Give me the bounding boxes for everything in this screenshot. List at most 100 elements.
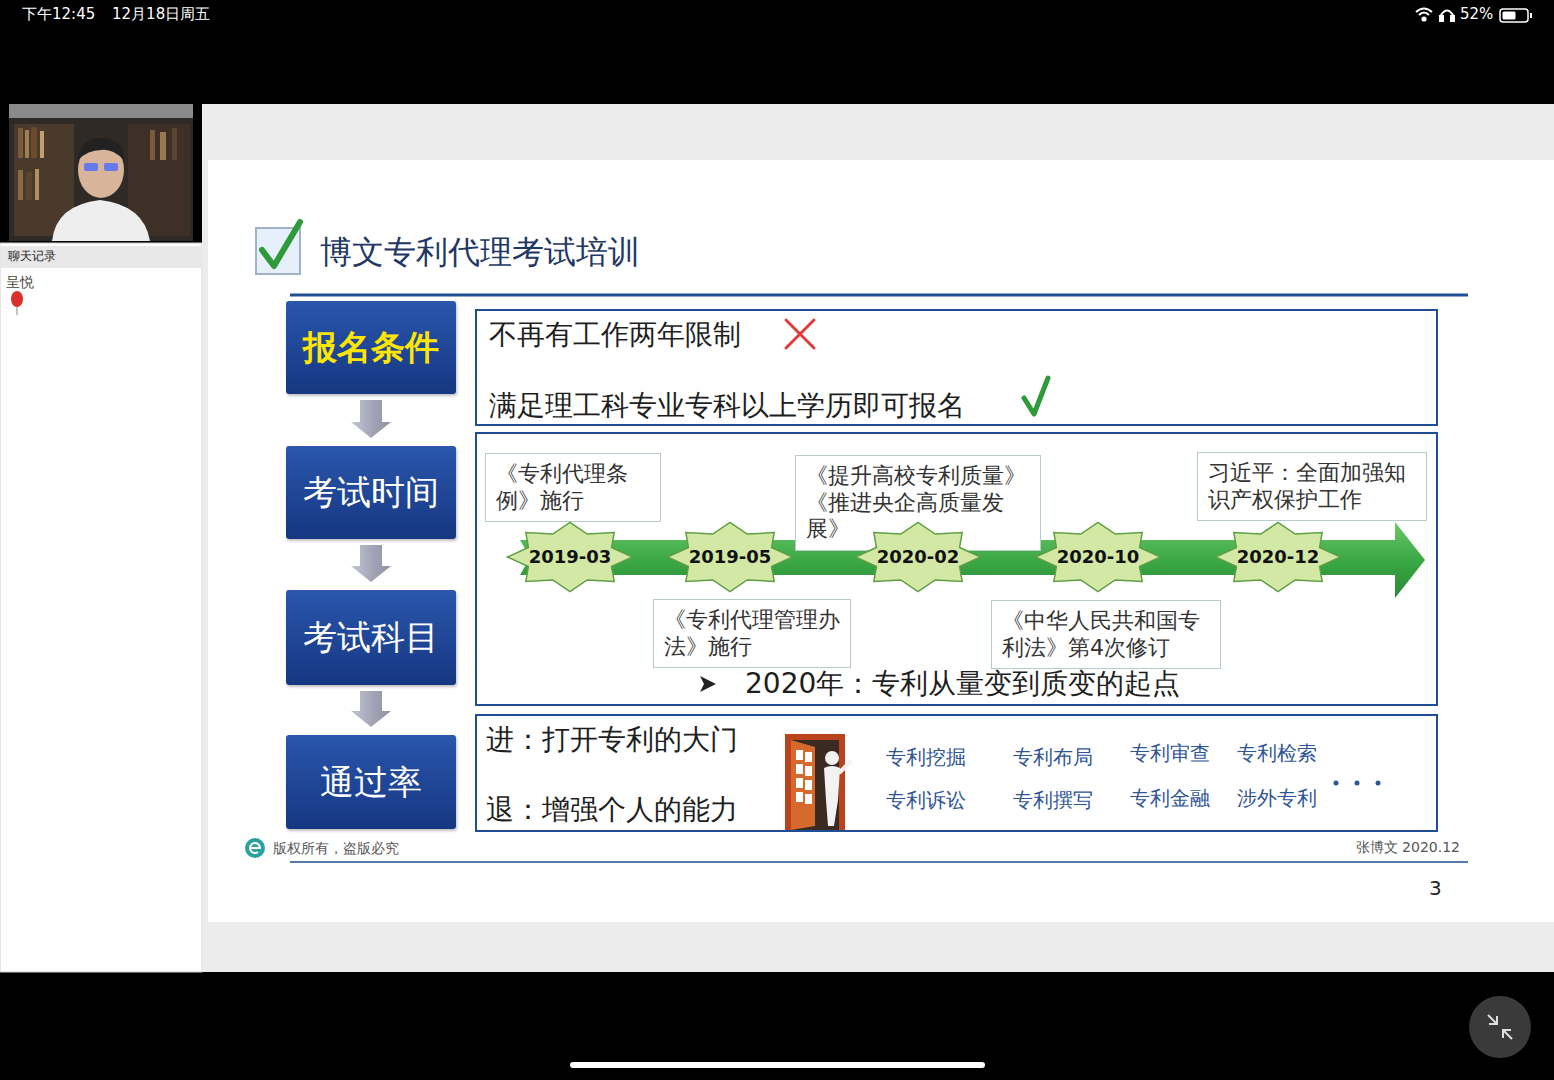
panel-text: 专利金融	[1130, 785, 1210, 811]
ellipsis-dots	[1334, 781, 1381, 786]
rect-part	[31, 127, 37, 158]
copyright-note: 版权所有，盗版必究	[273, 839, 399, 857]
star-shape	[508, 523, 633, 592]
rect-part	[791, 740, 839, 830]
circle-part	[1355, 781, 1360, 786]
block-arrow	[351, 545, 391, 582]
circle-part	[825, 751, 839, 765]
text-slot: 进：打开专利的大门	[486, 722, 738, 758]
star-shape	[856, 523, 981, 592]
panel-text: 专利撰写	[1013, 787, 1093, 813]
rect-part	[796, 764, 803, 774]
text-slot: 不再有工作两年限制	[489, 317, 741, 353]
block-arrow	[351, 691, 391, 727]
event-callout: 《提升高校专利质量》《推进央企高质量发展》	[795, 455, 1041, 551]
author-date: 张博文 2020.12	[1356, 838, 1460, 856]
rect-part	[1500, 9, 1528, 22]
circle-part	[245, 838, 265, 858]
chat-heading: 聊天记录	[8, 249, 56, 265]
date-star: 2019-05	[666, 521, 794, 593]
path-part	[1441, 11, 1453, 21]
path-part	[791, 740, 815, 830]
text-slot: 专利诉讼	[886, 787, 966, 813]
path-part	[250, 843, 260, 853]
line-part	[786, 320, 814, 348]
panel-text: 涉外专利	[1237, 785, 1317, 811]
event-callout: 《专利代理条例》施行	[485, 453, 661, 522]
panel-text: 进：打开专利的大门	[486, 722, 738, 758]
rect-part	[104, 163, 118, 171]
bullet-arrow	[700, 676, 716, 692]
battery-level: 52%	[1460, 5, 1493, 25]
door-illustration	[785, 734, 850, 830]
chat-user: 呈悦	[6, 273, 34, 291]
step-box: 考试时间	[286, 446, 456, 539]
minimize-button	[1469, 996, 1531, 1058]
step-box: 报名条件	[286, 301, 456, 394]
text-slot: 专利挖掘	[886, 744, 966, 770]
path-part	[52, 200, 150, 241]
text-slot: 专利检索	[1237, 740, 1317, 766]
panel-text: 专利布局	[1013, 744, 1093, 770]
footer-logo	[245, 838, 265, 858]
text-slot: 满足理工科专业专科以上学历即可报名	[489, 388, 965, 424]
step-box: 通过率	[286, 735, 456, 829]
panel-text: 满足理工科专业专科以上学历即可报名	[489, 388, 965, 424]
rect-part	[1503, 12, 1516, 20]
rect-part	[18, 128, 23, 158]
wifi-icon	[1416, 9, 1432, 21]
panel-text: 退：增强个人的能力	[486, 792, 738, 828]
video-thumbnail	[9, 104, 193, 241]
rect-part	[40, 131, 44, 158]
path-part	[1419, 13, 1429, 16]
callout-text: 《中华人民共和国专利法》第4次修订	[1002, 608, 1210, 661]
text-slot: 专利布局	[1013, 744, 1093, 770]
text-slot: 涉外专利	[1237, 785, 1317, 811]
rect-part	[26, 172, 32, 200]
page-number: 3	[1429, 875, 1442, 901]
circle-part	[1469, 996, 1531, 1058]
content-panel: 不再有工作两年限制满足理工科专业专科以上学历即可报名	[475, 309, 1438, 426]
date-label: 2020-10	[1057, 546, 1140, 568]
circle-part	[1422, 17, 1425, 20]
path-part	[262, 222, 300, 266]
step-label: 考试时间	[303, 472, 439, 513]
rect-part	[172, 128, 177, 160]
rect-part	[84, 163, 98, 171]
panel-text: 不再有工作两年限制	[489, 317, 741, 353]
path-part	[824, 766, 840, 826]
star-shape	[1216, 523, 1341, 592]
path-part	[78, 138, 124, 160]
title-rule	[290, 294, 1468, 297]
rect-part	[9, 118, 193, 241]
step-label: 考试科目	[303, 617, 439, 658]
event-callout: 习近平：全面加强知识产权保护工作	[1197, 452, 1427, 521]
block-arrow	[351, 400, 391, 438]
panel-text: 专利挖掘	[886, 744, 966, 770]
battery-icon	[1500, 9, 1532, 22]
footer-rule	[290, 861, 1468, 863]
star-shape	[668, 523, 793, 592]
callout-text: 《推进央企高质量发展》	[806, 490, 1030, 543]
date-star: 2020-10	[1034, 521, 1162, 593]
step-label: 报名条件	[303, 327, 439, 368]
panel-text: 2020年：专利从量变到质变的起点	[745, 666, 1180, 702]
panel-text: 专利审查	[1130, 740, 1210, 766]
ellipse-part	[11, 291, 23, 307]
step-label: 通过率	[320, 762, 422, 803]
rect-part	[35, 169, 39, 200]
rect-part	[805, 780, 812, 790]
text-slot: 2020年：专利从量变到质变的起点	[745, 666, 1180, 702]
path-part	[17, 307, 18, 315]
rect-part	[18, 170, 23, 200]
date-star: 2020-12	[1214, 521, 1342, 593]
rect-part	[805, 752, 812, 762]
rect-part	[785, 734, 845, 830]
rect-part	[796, 750, 803, 760]
rect-part	[1440, 16, 1443, 21]
balloon-icon	[11, 291, 23, 315]
rect-part	[1451, 16, 1454, 21]
content-panel: 进：打开专利的大门退：增强个人的能力 专利挖掘 专利布局 专利审查 专利检索专利诉讼 专利…	[475, 714, 1438, 832]
text-slot: 专利金融	[1130, 785, 1210, 811]
